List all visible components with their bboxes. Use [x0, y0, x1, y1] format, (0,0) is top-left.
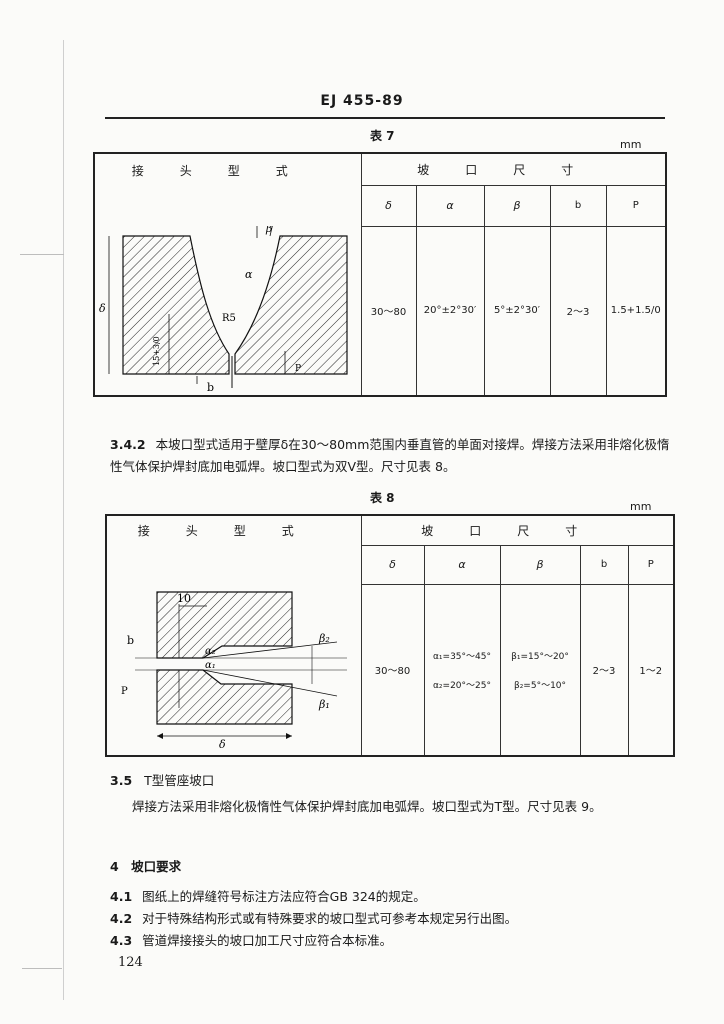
diagram8-b2-label: β₂	[318, 632, 330, 645]
item-4-3-num: 4.3	[110, 933, 133, 948]
item-4-3: 4.3 管道焊接接头的坡口加工尺寸应符合本标准。	[110, 930, 675, 952]
item-4-1-text: 图纸上的焊缝符号标注方法应符合GB 324的规定。	[142, 889, 426, 904]
table8-val-beta: β₁=15°～20° β₂=5°～10°	[499, 583, 581, 757]
diagram7-alpha-label: α	[245, 268, 253, 281]
section-3-4-2: 3.4.2 本坡口型式适用于壁厚δ在30～80mm范围内垂直管的单面对接焊。焊接…	[110, 434, 675, 478]
diagram8-a2-label: α₂	[205, 646, 216, 657]
scan-mark	[20, 254, 64, 255]
table8-val-p: 1～2	[627, 583, 675, 757]
table7-val-beta: 5°±2°30′	[483, 225, 551, 397]
diagram7-delta-label: δ	[99, 302, 106, 315]
table8-sub-alpha: α	[423, 544, 501, 585]
table8-beta-2: β₂=5°～10°	[513, 680, 567, 691]
item-4-3-text: 管道焊接接头的坡口加工尺寸应符合本标准。	[142, 933, 393, 948]
table8-val-delta: 30～80	[360, 583, 425, 757]
table8-diagram-cell: 10 b P α₂ α₁ β₂ β₁ δ	[105, 584, 362, 757]
item-4-1-num: 4.1	[110, 889, 133, 904]
header-rule	[105, 117, 665, 119]
diagram7-beta-label: β	[265, 226, 272, 235]
table7-sub-alpha: α	[415, 184, 485, 227]
table8: 接头型式 坡口尺寸 δ α β b P	[105, 514, 675, 757]
diagram8-a1-label: α₁	[205, 660, 216, 671]
table8-val-b: 2～3	[579, 583, 629, 757]
table7-sub-beta: β	[483, 184, 551, 227]
page-number: 124	[118, 955, 143, 970]
table7-sub-b: b	[549, 184, 607, 227]
section-3-4-2-num: 3.4.2	[110, 437, 146, 452]
section-3-5-heading: 3.5 T型管座坡口	[110, 770, 675, 792]
section-4-heading: 4 坡口要求	[110, 856, 181, 875]
table8-sub-b: b	[579, 544, 629, 585]
section-3-5-title: T型管座坡口	[144, 773, 215, 788]
diagram7-dim-label: 15+3/0	[152, 336, 161, 366]
table7-joint-header: 接头型式	[93, 152, 362, 226]
table8-joint-diagram: 10 b P α₂ α₁ β₂ β₁ δ	[121, 591, 347, 751]
table8-alpha-2: α₂=20°～25°	[433, 680, 491, 691]
table7-caption: 表 7	[370, 129, 395, 143]
section-4-num: 4	[110, 859, 119, 874]
item-4-2-text: 对于特殊结构形式或有特殊要求的坡口型式可参考本规定另行出图。	[142, 911, 518, 926]
table7-val-b: 2～3	[549, 225, 607, 397]
table8-unit: mm	[630, 500, 652, 513]
table8-sub-p: P	[627, 544, 675, 585]
table7-unit: mm	[620, 138, 642, 151]
diagram8-p-label: P	[121, 686, 128, 697]
table7-joint-diagram: β α δ R5 15+3/0 b P	[99, 205, 348, 394]
standard-code: EJ 455-89	[320, 93, 404, 109]
margin-line	[63, 40, 64, 1000]
table8-sub-delta: δ	[360, 544, 425, 585]
table8-joint-header: 接头型式	[105, 514, 362, 584]
table8-val-alpha: α₁=35°～45° α₂=20°～25°	[423, 583, 501, 757]
diagram7-p-label: P	[295, 364, 301, 374]
table7-val-delta: 30～80	[360, 225, 417, 397]
item-4-1: 4.1 图纸上的焊缝符号标注方法应符合GB 324的规定。	[110, 886, 675, 908]
section-3-5-num: 3.5	[110, 773, 133, 788]
table7-diagram-cell: β α δ R5 15+3/0 b P	[93, 205, 362, 397]
section-3-4-2-text: 本坡口型式适用于壁厚δ在30～80mm范围内垂直管的单面对接焊。焊接方法采用非熔…	[110, 437, 670, 474]
diagram7-b-label: b	[207, 381, 214, 392]
item-4-2-num: 4.2	[110, 911, 133, 926]
diagram8-delta-label: δ	[219, 738, 226, 751]
table8-caption: 表 8	[370, 491, 395, 505]
table8-groove-header: 坡口尺寸	[360, 514, 675, 546]
diagram8-ten-label: 10	[177, 592, 191, 605]
table7-sub-delta: δ	[360, 184, 417, 227]
item-4-2: 4.2 对于特殊结构形式或有特殊要求的坡口型式可参考本规定另行出图。	[110, 908, 675, 930]
diagram8-b-label: b	[127, 634, 134, 647]
table8-sub-beta: β	[499, 544, 581, 585]
table8-beta-1: β₁=15°～20°	[511, 651, 569, 662]
diagram7-r5-label: R5	[222, 313, 236, 324]
table7-val-p: 1.5+1.5/0	[605, 225, 667, 397]
scan-mark	[22, 968, 62, 969]
table7: 接头型式 坡口尺寸 δ α β b P	[93, 152, 667, 397]
table7-val-alpha: 20°±2°30′	[415, 225, 485, 397]
table7-groove-header: 坡口尺寸	[360, 152, 667, 186]
table7-sub-p: P	[605, 184, 667, 227]
diagram8-b1-label: β₁	[318, 698, 330, 711]
table8-alpha-1: α₁=35°～45°	[433, 651, 491, 662]
section-4-title: 坡口要求	[131, 859, 182, 874]
section-3-5-text: 焊接方法采用非熔化极惰性气体保护焊封底加电弧焊。坡口型式为T型。尺寸见表 9。	[132, 799, 602, 814]
